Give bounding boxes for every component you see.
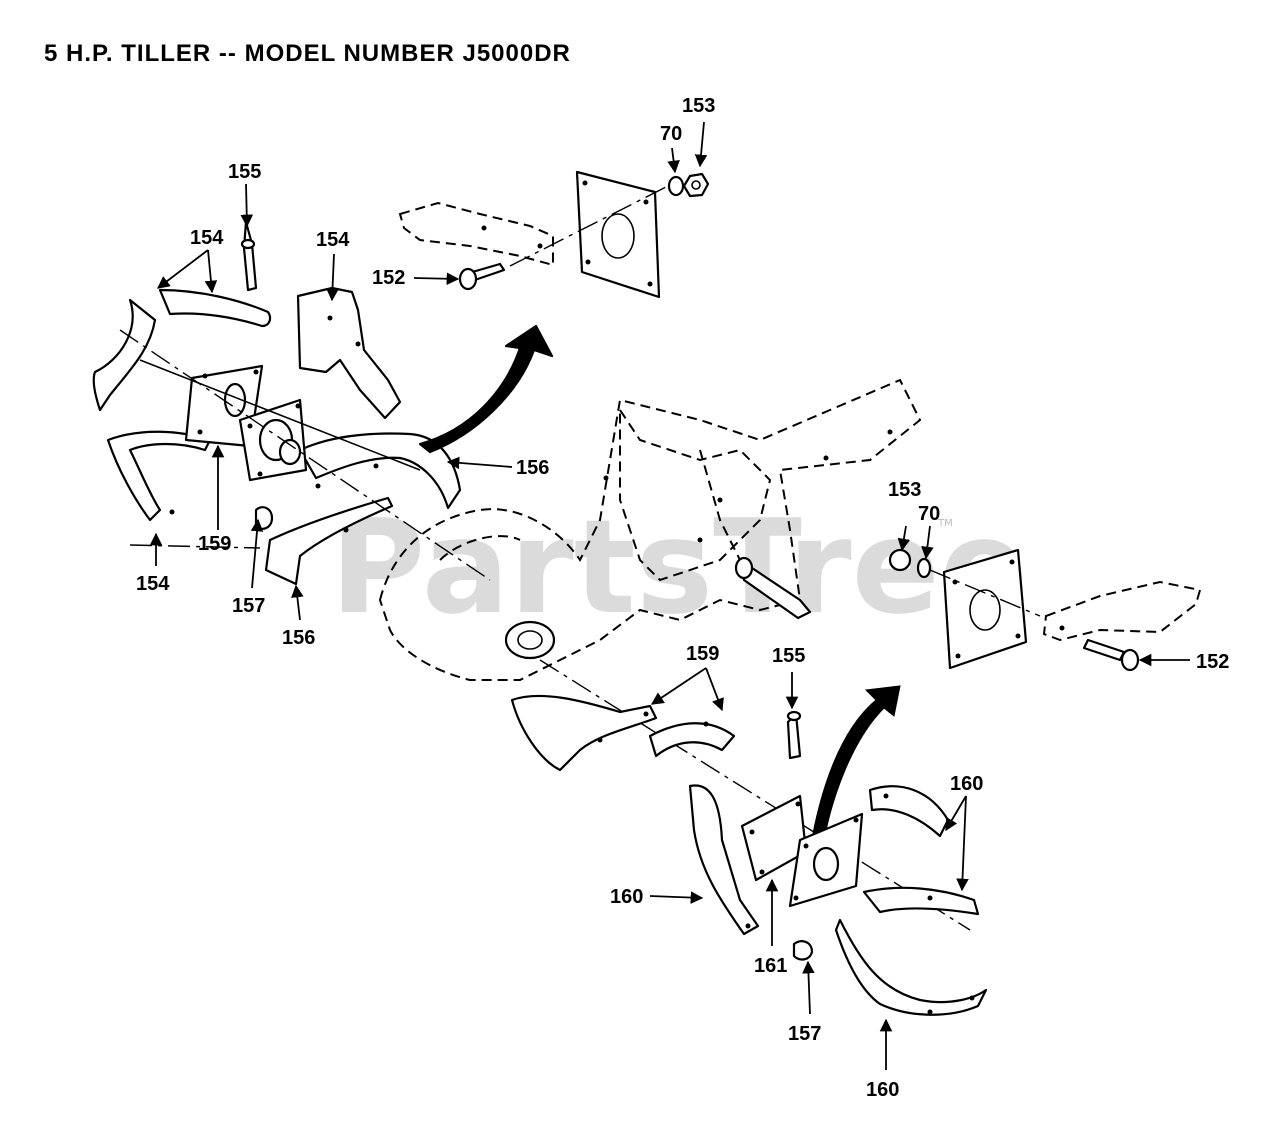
callout-161: 161 bbox=[754, 955, 787, 977]
callout-153-top: 153 bbox=[682, 95, 715, 117]
callout-157-lower: 157 bbox=[788, 1023, 821, 1045]
plate-bore-top bbox=[601, 213, 635, 259]
callout-157-left: 157 bbox=[232, 595, 265, 617]
right-tine-assembly bbox=[510, 659, 988, 1016]
bolt-right bbox=[1082, 638, 1126, 662]
callout-labels: 153 70 155 154 154 152 156 159 154 157 1… bbox=[136, 95, 1229, 1101]
tine-160-upper bbox=[868, 785, 950, 838]
callout-159-left: 159 bbox=[198, 533, 231, 555]
callout-160-right: 160 bbox=[950, 773, 983, 795]
top-mounting-plate-assembly bbox=[398, 170, 710, 299]
tine-160-left bbox=[688, 784, 760, 936]
mounting-plate-top bbox=[575, 170, 661, 299]
callout-153-right: 153 bbox=[888, 479, 921, 501]
right-mounting-plate-assembly bbox=[888, 548, 1202, 672]
tine-156-right bbox=[298, 432, 462, 510]
callout-152-right: 152 bbox=[1196, 651, 1229, 673]
callout-154-upper-left: 154 bbox=[190, 227, 224, 249]
callout-159-lower: 159 bbox=[686, 643, 719, 665]
hood-bracket-right bbox=[1042, 580, 1202, 642]
leader-arrows bbox=[149, 121, 1190, 1070]
tine-156-lower bbox=[264, 496, 394, 586]
tine-159-b bbox=[648, 722, 736, 758]
hairpin-157-right bbox=[792, 940, 814, 961]
callout-152-top: 152 bbox=[372, 267, 405, 289]
callout-154-upper-mid: 154 bbox=[316, 229, 350, 251]
callout-155-lower: 155 bbox=[772, 645, 805, 667]
callout-160-bottom: 160 bbox=[866, 1079, 899, 1101]
tiller-body-housing bbox=[378, 378, 922, 681]
callout-70-top: 70 bbox=[660, 123, 682, 145]
mounting-plate-right bbox=[942, 548, 1028, 670]
tine-154-a bbox=[158, 288, 272, 328]
diagram-title: 5 H.P. TILLER -- MODEL NUMBER J5000DR bbox=[44, 40, 571, 67]
hood-bracket-top bbox=[398, 201, 554, 267]
callout-154-lower: 154 bbox=[136, 573, 170, 595]
axle-bearing-center bbox=[504, 620, 556, 660]
lock-washer-right bbox=[916, 557, 932, 579]
hex-nut-right bbox=[888, 548, 912, 572]
tine-154-b bbox=[92, 298, 157, 412]
tine-154-d bbox=[106, 430, 212, 522]
watermark-text: PartsTree bbox=[330, 491, 1028, 643]
tine-160-mid bbox=[862, 886, 980, 916]
callout-155-left: 155 bbox=[228, 161, 261, 183]
callout-156-lower: 156 bbox=[282, 627, 315, 649]
watermark-trademark: TM bbox=[937, 518, 953, 529]
callout-156-right: 156 bbox=[516, 457, 549, 479]
callout-160-left: 160 bbox=[610, 886, 643, 908]
callout-70-right: 70 bbox=[918, 503, 940, 525]
transfer-arrow-left bbox=[418, 324, 554, 454]
plate-bore-right bbox=[969, 589, 1001, 631]
pin-155-left bbox=[242, 220, 258, 292]
tine-160-bottom bbox=[834, 918, 988, 1016]
tine-159-a bbox=[510, 694, 658, 772]
tine-154-c bbox=[296, 286, 402, 420]
hex-nut-top bbox=[682, 172, 710, 198]
lock-washer-top bbox=[667, 175, 685, 197]
left-tine-assembly bbox=[92, 220, 491, 586]
